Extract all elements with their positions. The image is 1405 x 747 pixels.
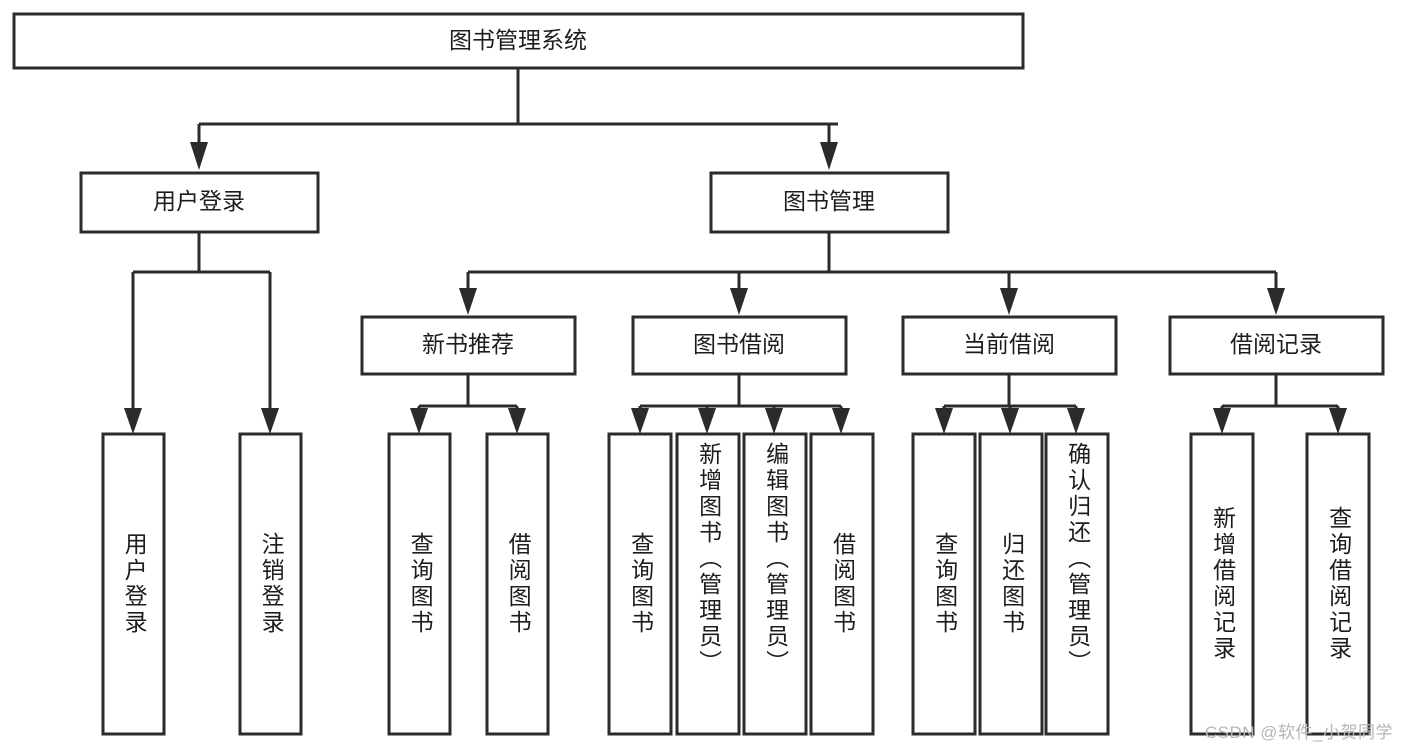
node-book-management-label: 图书管理 [783, 188, 875, 214]
node-new-book-recommend-label: 新书推荐 [422, 331, 514, 357]
node-borrow-record[interactable]: 借阅记录 [1168, 315, 1385, 376]
node-new-book-recommend[interactable]: 新书推荐 [360, 315, 577, 376]
node-root-box [12, 12, 1025, 70]
connector-group-user-login [124, 233, 279, 434]
arrow-bb-l2-icon [698, 408, 716, 434]
arrow-bm-c3-icon [1000, 288, 1018, 315]
node-user-login-label: 用户登录 [153, 188, 245, 214]
arrow-root-to-user-login-icon [190, 142, 208, 170]
leaf-box-br-add[interactable] [1189, 432, 1255, 736]
arrow-user-login-l2-icon [261, 408, 279, 434]
arrow-bb-l3-icon [765, 408, 783, 434]
arrow-nb-l1-icon [410, 408, 428, 434]
connector-group-book-borrow [631, 375, 850, 434]
arrow-user-login-l1-icon [124, 408, 142, 434]
arrow-nb-l2-icon [508, 408, 526, 434]
arrow-bb-l4-icon [832, 408, 850, 434]
connector-group-borrow-record [1213, 375, 1347, 434]
node-book-management[interactable]: 图书管理 [709, 171, 950, 234]
leaf-box-bb-add[interactable] [675, 432, 741, 736]
node-root-label: 图书管理系统 [449, 27, 587, 53]
arrow-bm-c1-icon [459, 288, 477, 315]
arrow-root-to-book-management-icon [820, 142, 838, 170]
node-book-borrow-box [631, 315, 848, 376]
connector-group-new-book-recommend [410, 375, 526, 434]
leaf-box-user-logout[interactable] [238, 432, 303, 736]
leaf-box-cb-return[interactable] [978, 432, 1044, 736]
node-root-book-management-system[interactable]: 图书管理系统 [12, 12, 1025, 70]
arrow-cb-l1-icon [935, 408, 953, 434]
arrow-cb-l3-icon [1067, 408, 1085, 434]
node-current-borrow-label: 当前借阅 [963, 331, 1055, 357]
node-book-borrow-label: 图书借阅 [693, 331, 785, 357]
leaf-box-bb-edit[interactable] [742, 432, 808, 736]
connector-group-current-borrow [935, 375, 1085, 434]
leaf-box-cb-query[interactable] [911, 432, 977, 736]
arrow-bm-c4-icon [1267, 288, 1285, 315]
node-borrow-record-box [1168, 315, 1385, 376]
node-borrow-record-label: 借阅记录 [1230, 331, 1322, 357]
leaf-box-bb-query[interactable] [607, 432, 673, 736]
node-current-borrow[interactable]: 当前借阅 [901, 315, 1118, 376]
node-new-book-recommend-box [360, 315, 577, 376]
connector-group-book-management [459, 233, 1285, 315]
arrow-bm-c2-icon [730, 288, 748, 315]
arrow-bb-l1-icon [631, 408, 649, 434]
csdn-watermark: CSDN @软件_小贺同学 [1204, 723, 1393, 742]
leaf-box-nb-query[interactable] [387, 432, 452, 736]
arrow-cb-l2-icon [1001, 408, 1019, 434]
node-current-borrow-box [901, 315, 1118, 376]
leaf-box-cb-confirm[interactable] [1044, 432, 1110, 736]
arrow-br-l1-icon [1213, 408, 1231, 434]
node-book-management-box [709, 171, 950, 234]
leaf-box-user-login[interactable] [101, 432, 166, 736]
node-book-borrow[interactable]: 图书借阅 [631, 315, 848, 376]
connector-group-root [190, 69, 838, 170]
node-user-login[interactable]: 用户登录 [79, 171, 320, 234]
leaf-box-br-query[interactable] [1305, 432, 1371, 736]
leaf-box-nb-borrow[interactable] [485, 432, 550, 736]
arrow-br-l2-icon [1329, 408, 1347, 434]
node-user-login-box [79, 171, 320, 234]
leaf-box-bb-borrow[interactable] [809, 432, 875, 736]
